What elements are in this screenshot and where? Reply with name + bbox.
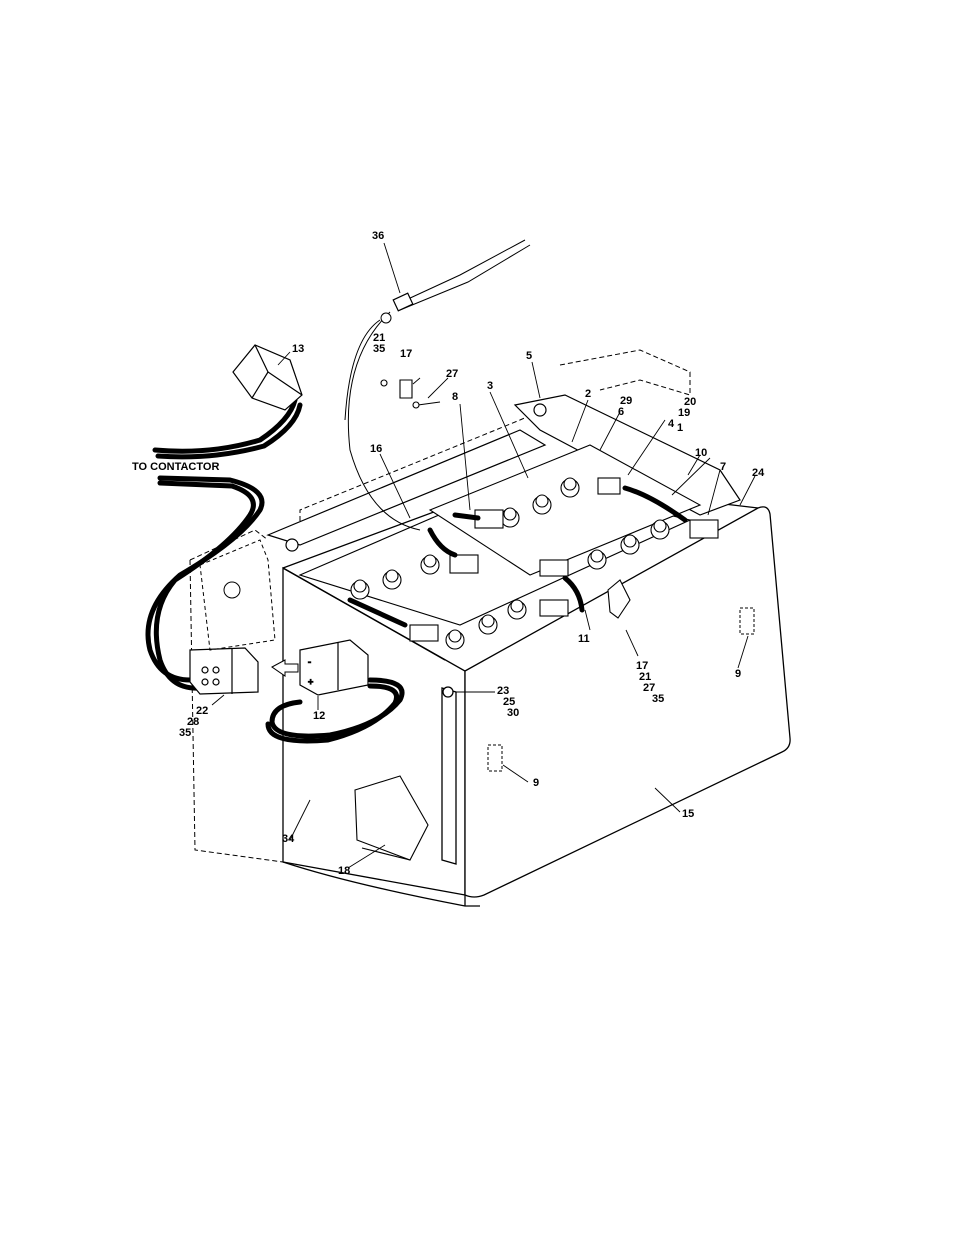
callout-c16-line-0: 16 [370,443,382,455]
callout-c1-line-0: 1 [677,422,683,434]
hardware-clamp-top [381,380,440,408]
callout-c24-line-0: 24 [752,467,765,479]
callout-c12-line-0: 12 [313,710,325,722]
callout-c20-line-1: 19 [678,407,690,419]
mount-hole [224,582,240,598]
connector-12: - + [300,640,368,695]
svg-text:-: - [308,657,311,667]
callout-c22-line-2: 35 [179,727,191,739]
callout-c15-line-0: 15 [682,808,694,820]
callout-c17b-line-3: 35 [652,693,664,705]
callout-c21a-line-1: 35 [373,343,385,355]
callout-c13-line-0: 13 [292,343,304,355]
svg-text:+: + [308,677,313,687]
callout-c3-line-0: 3 [487,380,493,392]
callout-c20-line-2: 4 [668,418,675,430]
connector-22 [190,648,258,694]
callout-c7-line-0: 7 [720,461,726,473]
callout-c23-line-2: 30 [507,707,519,719]
callout-c18-line-0: 18 [338,865,350,877]
callout-c11-line-0: 11 [578,633,590,645]
callout-c17a-line-0: 17 [400,348,412,360]
callout-c2-line-0: 2 [585,388,591,400]
callout-c9b-line-0: 9 [533,777,539,789]
callout-labels: TO CONTACTOR [132,461,219,473]
callout-c10-line-0: 10 [695,447,707,459]
callout-c8-line-0: 8 [452,391,458,403]
contactor-label: TO CONTACTOR [132,461,219,473]
callout-c29-line-1: 6 [618,406,624,418]
callout-c5-line-0: 5 [526,350,532,362]
callout-c36-line-0: 36 [372,230,384,242]
callout-c34-line-0: 34 [282,833,295,845]
callout-c27a-line-0: 27 [446,368,458,380]
callout-c9a-line-0: 9 [735,668,741,680]
